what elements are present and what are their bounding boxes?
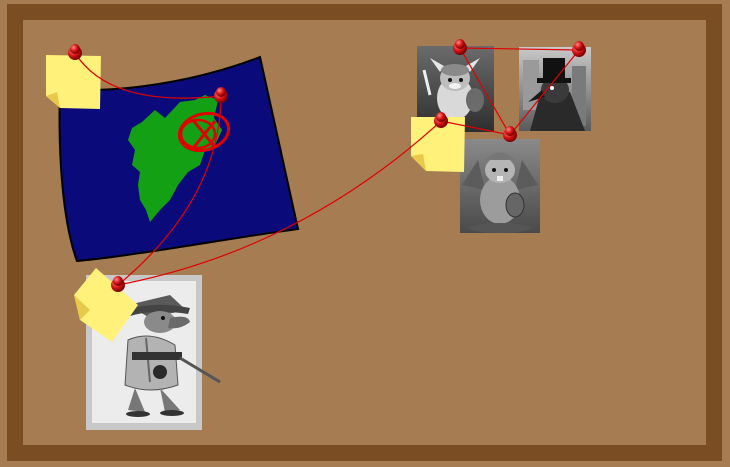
viking-beaver-icon xyxy=(462,152,538,233)
sticky-note-1[interactable] xyxy=(46,55,101,109)
pin-4[interactable] xyxy=(572,41,586,57)
target-mark-icon xyxy=(177,111,231,153)
gangster-platypus-icon xyxy=(122,295,221,417)
pin-5[interactable] xyxy=(434,112,448,128)
sticky-note-3[interactable] xyxy=(74,268,138,342)
pin-2[interactable] xyxy=(214,87,228,103)
pin-6[interactable] xyxy=(503,126,517,142)
map-flag-icon[interactable] xyxy=(58,55,300,263)
beaver-photo[interactable] xyxy=(460,139,540,233)
tophat-photo[interactable] xyxy=(519,47,591,131)
sticky-note-2[interactable] xyxy=(411,117,465,172)
pin-3[interactable] xyxy=(453,39,467,55)
red-strings xyxy=(74,47,580,286)
pin-1[interactable] xyxy=(68,44,82,60)
pins xyxy=(68,39,586,292)
pin-7[interactable] xyxy=(111,276,125,292)
